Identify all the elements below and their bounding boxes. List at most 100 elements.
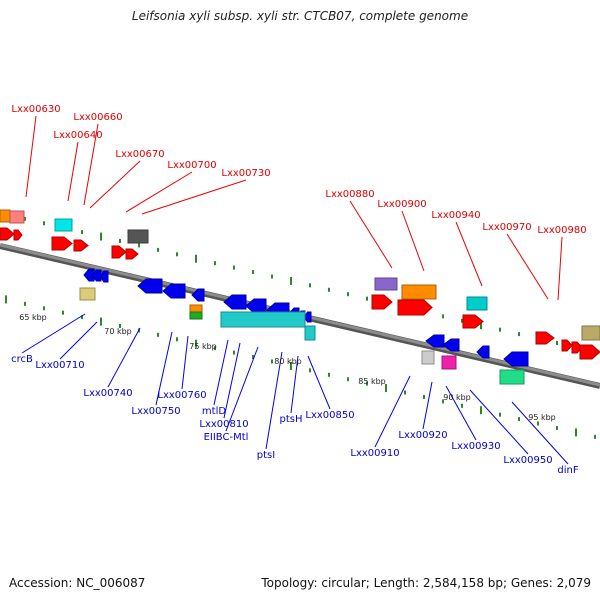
gene-tracks <box>0 209 600 385</box>
leader-line <box>557 236 563 301</box>
gene-feature <box>371 294 393 310</box>
gene-label: Lxx00810 <box>199 419 248 430</box>
gene-label: Lxx00970 <box>482 222 531 233</box>
leader-line <box>265 351 283 450</box>
leader-line <box>59 321 98 360</box>
leader-line <box>83 123 99 206</box>
gene-feature <box>191 288 205 302</box>
gene-label: Lxx00740 <box>83 388 132 399</box>
gene-feature <box>189 304 203 313</box>
gene-feature <box>441 355 457 370</box>
gene-feature <box>304 325 316 341</box>
leader-line <box>25 115 37 198</box>
genome-summary: Topology: circular; Length: 2,584,158 bp… <box>261 576 591 590</box>
leader-line <box>67 141 79 202</box>
gene-feature <box>535 331 555 345</box>
gene-feature <box>442 338 460 352</box>
gene-feature <box>51 236 73 251</box>
leader-line <box>225 346 259 432</box>
gene-feature <box>99 270 109 283</box>
gene-feature <box>579 344 600 360</box>
gene-feature <box>374 277 398 291</box>
gene-label: Lxx00700 <box>167 160 216 171</box>
leader-line <box>349 200 393 269</box>
map-title: Leifsonia xyli subsp. xyli str. CTCB07, … <box>131 9 469 23</box>
gene-feature <box>220 311 306 328</box>
accession-text: Accession: NC_006087 <box>9 576 146 590</box>
gene-label: Lxx00920 <box>398 430 447 441</box>
leader-line <box>155 331 173 406</box>
gene-feature <box>397 299 433 316</box>
leader-line <box>223 342 241 419</box>
gene-feature <box>54 218 73 232</box>
gene-feature <box>462 314 484 329</box>
gene-feature <box>127 229 149 244</box>
leader-line <box>401 210 425 272</box>
gene-feature <box>0 209 11 223</box>
gene-label: Lxx00950 <box>503 455 552 466</box>
gene-label: Lxx00670 <box>115 149 164 160</box>
ruler-label: 70 kbp <box>104 327 132 336</box>
ruler-label: 95 kbp <box>528 413 556 422</box>
ruler-label: 80 kbp <box>274 357 302 366</box>
gene-label: Lxx00900 <box>377 199 426 210</box>
leader-line <box>469 389 529 455</box>
leader-line <box>107 327 141 388</box>
gene-label: dinF <box>557 465 578 476</box>
leader-line <box>422 381 433 430</box>
ruler-label: 75 kbp <box>189 342 217 351</box>
gene-feature <box>476 345 490 359</box>
leader-line <box>89 160 141 209</box>
gene-label: Lxx00930 <box>451 441 500 452</box>
gene-label: crcB <box>11 354 33 365</box>
leader-line <box>181 335 189 390</box>
gene-label: mtlD <box>202 406 226 417</box>
gene-label: Lxx00760 <box>157 390 206 401</box>
gene-feature <box>499 369 525 385</box>
gene-feature <box>466 296 488 311</box>
gene-label: Lxx00940 <box>431 210 480 221</box>
gene-feature <box>581 325 600 341</box>
gene-label: Lxx00850 <box>305 410 354 421</box>
gene-feature <box>0 227 15 241</box>
leader-line <box>21 313 86 354</box>
gene-label: ptsH <box>280 414 303 425</box>
leader-line <box>455 221 483 287</box>
gene-feature <box>425 334 445 348</box>
gene-feature <box>561 339 573 352</box>
gene-feature <box>189 311 203 320</box>
gene-label: Lxx00660 <box>73 112 122 123</box>
gene-label: Lxx00980 <box>537 225 586 236</box>
ruler-label: 90 kbp <box>443 393 471 402</box>
gene-label: Lxx00910 <box>350 448 399 459</box>
gene-feature <box>503 351 529 367</box>
leader-line <box>141 179 247 215</box>
gene-feature <box>111 245 127 259</box>
gene-label: ptsI <box>257 450 275 461</box>
ruler-label: 65 kbp <box>19 313 47 322</box>
gene-label: Lxx00750 <box>131 406 180 417</box>
gene-feature <box>83 268 95 282</box>
gene-feature <box>73 239 89 252</box>
gene-feature <box>79 287 96 301</box>
leader-line <box>511 401 569 465</box>
leader-line <box>506 233 549 300</box>
gene-labels: Lxx00630Lxx00660Lxx00640Lxx00670Lxx00700… <box>11 104 586 476</box>
leader-line <box>374 375 411 448</box>
label-leaders <box>21 115 569 465</box>
gene-label: Lxx00710 <box>35 360 84 371</box>
gene-feature <box>401 284 437 300</box>
gene-feature <box>13 229 23 241</box>
leader-line <box>445 385 477 441</box>
gene-feature <box>223 294 247 310</box>
leader-line <box>125 171 193 213</box>
gene-feature <box>125 248 139 260</box>
gene-feature <box>91 269 102 282</box>
gene-label: Lxx00630 <box>11 104 60 115</box>
gene-label: Lxx00730 <box>221 168 270 179</box>
gene-feature <box>162 283 186 299</box>
gene-feature <box>137 278 163 294</box>
leader-line <box>307 355 331 410</box>
